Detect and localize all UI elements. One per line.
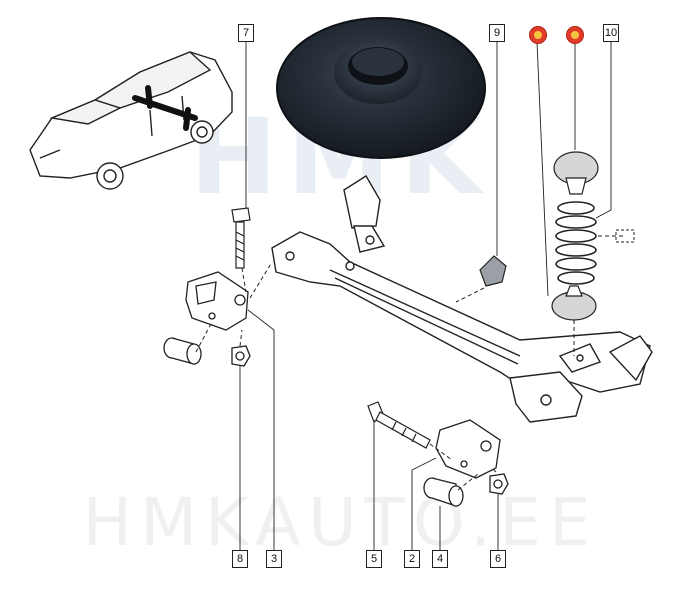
callout-2: 2	[404, 550, 420, 568]
callout-10: 10	[603, 24, 619, 42]
highlight-badge-spring-seat-lower	[529, 26, 547, 44]
callout-7: 7	[238, 24, 254, 42]
callout-9: 9	[489, 24, 505, 42]
callout-6: 6	[490, 550, 506, 568]
assembly-lines	[195, 235, 624, 491]
spring-upper-seat	[553, 151, 599, 195]
bushing-4	[423, 477, 464, 507]
bump-stop-small	[479, 255, 507, 287]
bracket-2	[435, 419, 501, 479]
car-illustration	[29, 51, 233, 190]
callout-3: 3	[266, 550, 282, 568]
bracket-3	[185, 271, 249, 331]
rubber-mount-photo	[276, 17, 486, 159]
highlight-badge-spring-seat-upper	[566, 26, 584, 44]
bolt-5	[367, 401, 431, 449]
bushing-left	[163, 337, 202, 365]
rear-axle-beam	[271, 175, 653, 423]
nut-6	[489, 473, 509, 495]
leader-lines	[239, 40, 612, 550]
callout-8: 8	[232, 550, 248, 568]
coil-spring	[555, 201, 597, 285]
spring-lower-seat	[551, 285, 597, 321]
bolt-7	[231, 207, 251, 269]
callout-5: 5	[366, 550, 382, 568]
nut-8	[231, 345, 251, 367]
dashed-reference-box	[615, 229, 635, 243]
callout-4: 4	[432, 550, 448, 568]
